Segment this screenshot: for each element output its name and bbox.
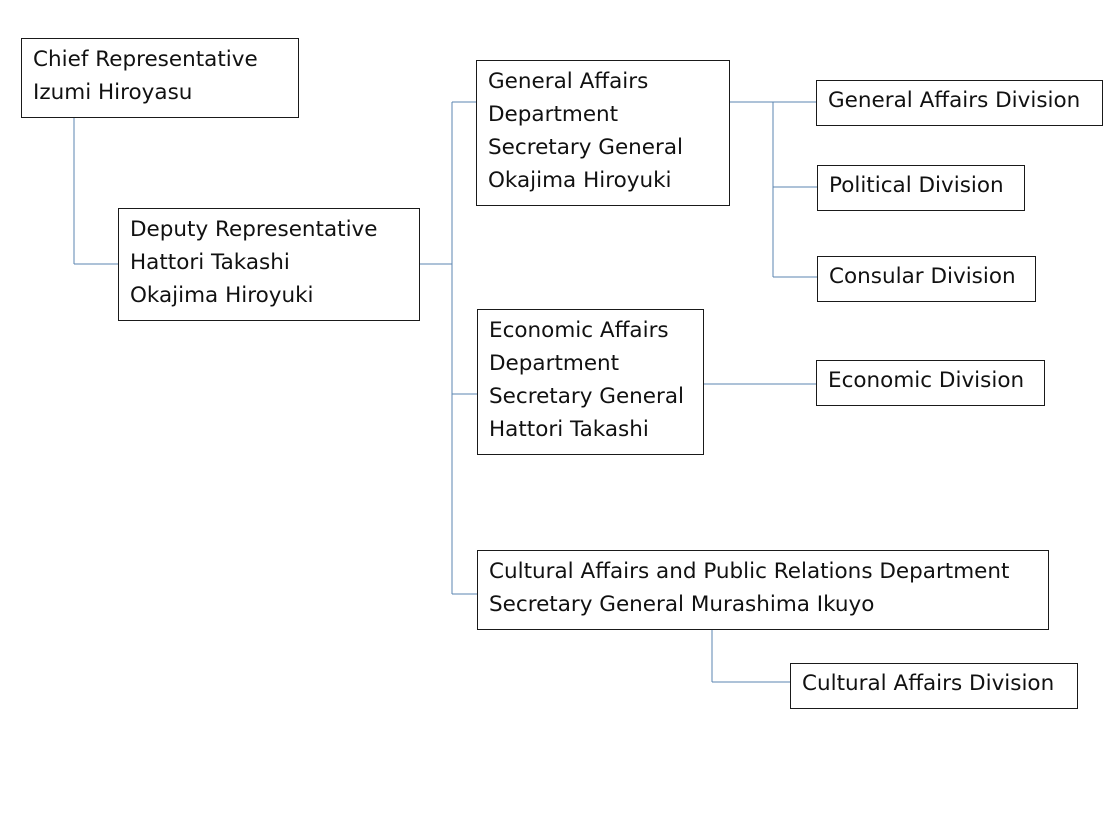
node-political-division: Political Division [817, 165, 1025, 211]
cultural-affairs-dept-line-1: Cultural Affairs and Public Relations De… [489, 559, 1010, 584]
general-affairs-dept-line-2: Department [488, 102, 619, 127]
node-economic-division: Economic Division [816, 360, 1045, 406]
political-division-label: Political Division [829, 173, 1004, 198]
general-affairs-dept-line-4: Okajima Hiroyuki [488, 168, 672, 193]
consular-division-label: Consular Division [829, 264, 1016, 289]
economic-affairs-dept-line-2: Department [489, 351, 620, 376]
chief-title: Chief Representative [33, 47, 258, 72]
economic-affairs-dept-line-1: Economic Affairs [489, 318, 669, 343]
chief-name: Izumi Hiroyasu [33, 80, 193, 105]
general-affairs-dept-line-3: Secretary General [488, 135, 684, 160]
node-general-affairs-division: General Affairs Division [816, 80, 1103, 126]
node-general-affairs-department: General Affairs Department Secretary Gen… [476, 60, 730, 206]
node-cultural-affairs-division: Cultural Affairs Division [790, 663, 1078, 709]
general-affairs-division-label: General Affairs Division [828, 88, 1081, 113]
deputy-name-2: Okajima Hiroyuki [130, 283, 314, 308]
general-affairs-dept-line-1: General Affairs [488, 69, 649, 94]
economic-affairs-dept-line-3: Secretary General [489, 384, 685, 409]
deputy-name-1: Hattori Takashi [130, 250, 290, 275]
cultural-affairs-dept-line-2: Secretary General Murashima Ikuyo [489, 592, 875, 617]
economic-affairs-dept-line-4: Hattori Takashi [489, 417, 649, 442]
economic-division-label: Economic Division [828, 368, 1025, 393]
node-economic-affairs-department: Economic Affairs Department Secretary Ge… [477, 309, 704, 455]
node-cultural-affairs-department: Cultural Affairs and Public Relations De… [477, 550, 1049, 630]
deputy-title: Deputy Representative [130, 217, 378, 242]
node-deputy-representative: Deputy Representative Hattori Takashi Ok… [118, 208, 420, 321]
node-chief-representative: Chief Representative Izumi Hiroyasu [21, 38, 299, 118]
cultural-affairs-division-label: Cultural Affairs Division [802, 671, 1055, 696]
node-consular-division: Consular Division [817, 256, 1036, 302]
